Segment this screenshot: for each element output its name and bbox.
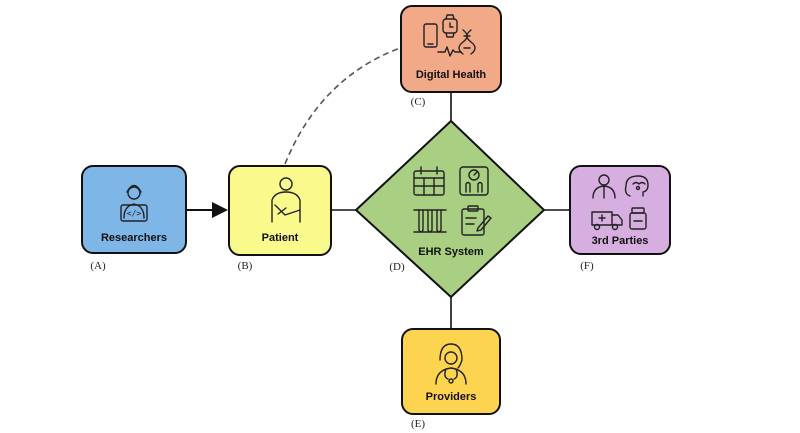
clipboard-pen-icon <box>461 205 492 236</box>
patient-arm-sling-icon <box>271 177 301 223</box>
researcher-laptop-icon: </> <box>120 184 148 222</box>
patient-letter: (B) <box>238 260 253 272</box>
smartphone-icon <box>423 23 438 48</box>
edges <box>186 47 570 329</box>
calendar-icon <box>413 166 445 196</box>
edge-patient-digital-health-dashed <box>284 47 401 165</box>
node-researchers: </> Researchers (A) <box>81 165 187 272</box>
node-providers: Providers (E) <box>401 328 501 430</box>
node-ehr-system: EHR System (D) <box>354 119 546 299</box>
researchers-letter: (A) <box>90 260 106 272</box>
node-third-parties-box <box>569 165 671 255</box>
third-parties-letter: (F) <box>580 260 594 272</box>
providers-letter: (E) <box>411 418 425 430</box>
brain-icon <box>624 175 649 197</box>
node-ehr-system-diamond <box>354 119 546 299</box>
test-tubes-icon <box>413 209 447 233</box>
node-digital-health: Digital Health (C) <box>400 5 502 108</box>
digital-health-label: Digital Health <box>416 69 487 81</box>
ehr-system-label: EHR System <box>418 246 484 258</box>
third-parties-label: 3rd Parties <box>592 235 649 247</box>
node-providers-box <box>401 328 501 415</box>
ambulance-icon <box>591 211 623 231</box>
doctor-icon <box>592 174 616 199</box>
digital-health-letter: (C) <box>411 96 426 108</box>
node-researchers-box <box>81 165 187 254</box>
scale-icon <box>459 166 489 196</box>
researchers-label: Researchers <box>101 232 167 244</box>
pill-bottle-icon <box>629 207 647 230</box>
dna-icon <box>458 29 476 55</box>
heartbeat-icon <box>437 46 462 57</box>
patient-label: Patient <box>262 232 299 244</box>
node-third-parties: 3rd Parties (F) <box>569 165 671 272</box>
providers-label: Providers <box>426 391 477 403</box>
smartwatch-icon <box>442 14 458 38</box>
nurse-icon <box>435 343 467 385</box>
node-patient: Patient (B) <box>228 165 332 272</box>
ehr-system-letter: (D) <box>389 261 405 273</box>
node-digital-health-box <box>400 5 502 93</box>
svg-text:</>: </> <box>127 209 142 218</box>
